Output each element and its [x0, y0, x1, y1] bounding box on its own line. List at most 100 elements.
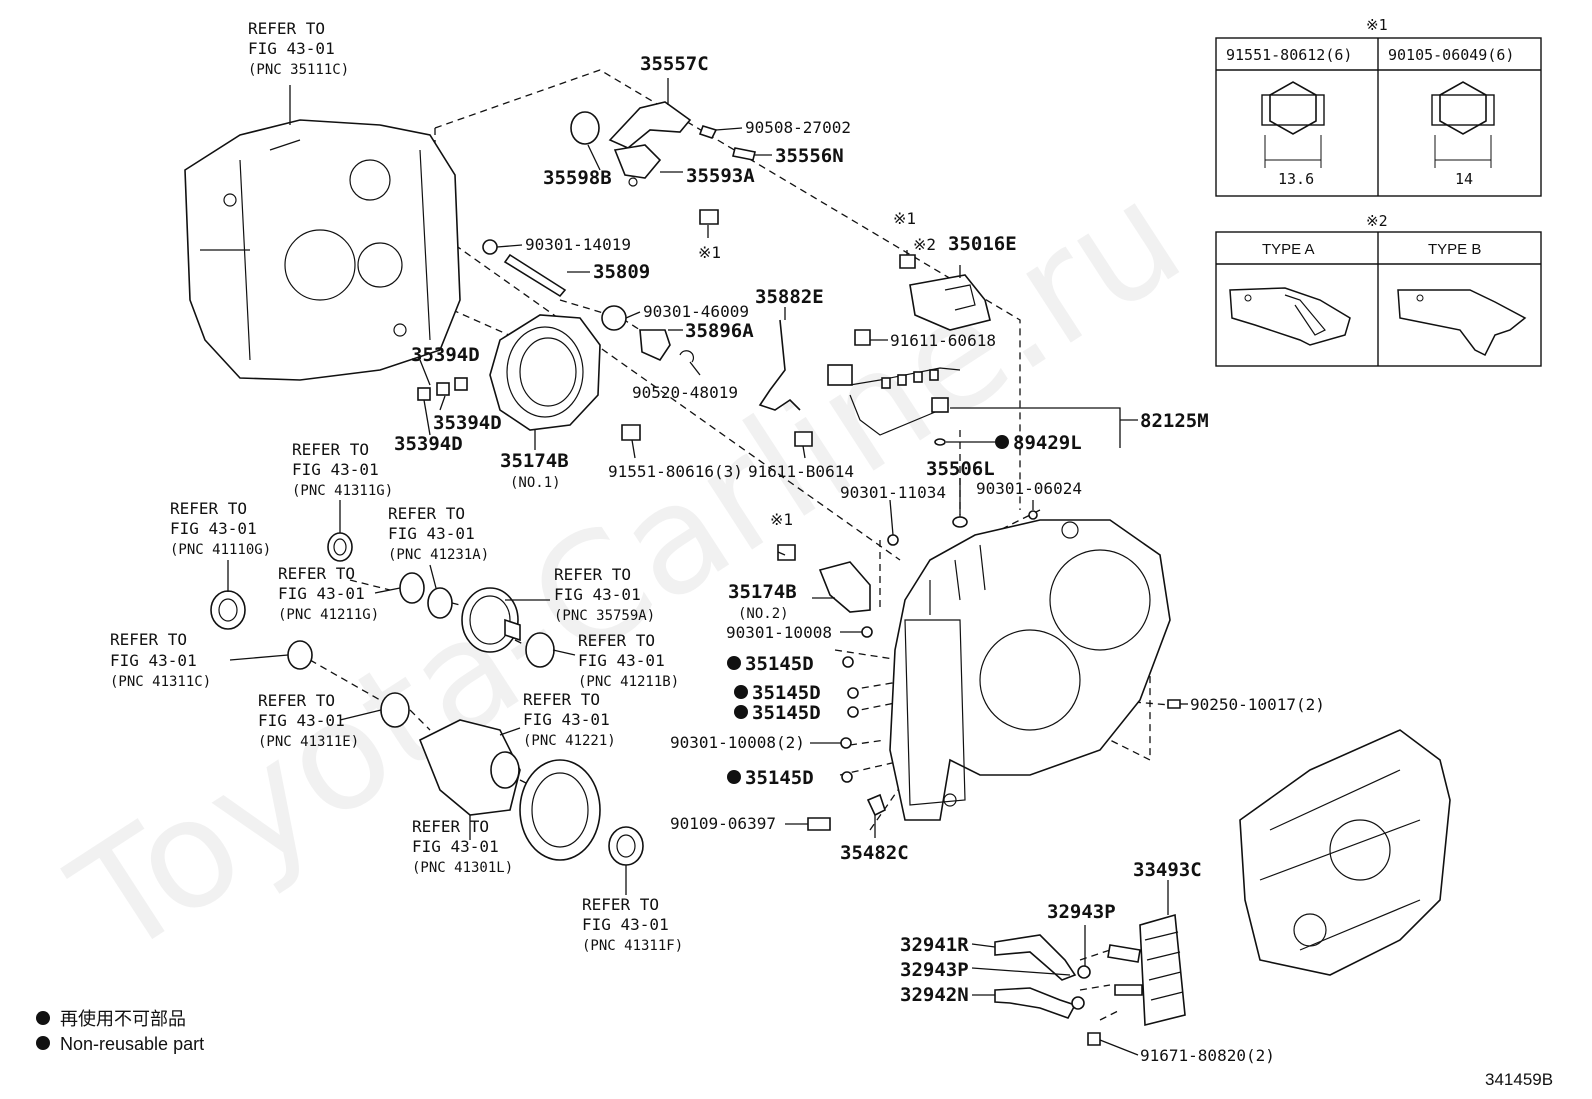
part-35145D-c: 35145D [752, 702, 821, 724]
part-35882E: 35882E [755, 286, 824, 308]
refer-41311E: REFER TO FIG 43-01 (PNC 41311E) [258, 691, 359, 750]
part-90109-06397: 90109-06397 [670, 814, 776, 833]
plate-type-a-icon [1229, 287, 1351, 346]
plate-type-table-2: ※2 TYPE A TYPE B [1215, 212, 1542, 367]
mark-1-c: ※1 [770, 510, 793, 529]
legend: 再使用不可部品 Non-reusable part [36, 1009, 204, 1054]
differential-case [418, 719, 521, 816]
svg-text:(PNC 41301L): (PNC 41301L) [412, 860, 513, 876]
part-90301-10008: 90301-10008 [726, 623, 832, 642]
legend-dot [36, 1011, 50, 1025]
table1-dim2: 14 [1455, 170, 1473, 188]
svg-text:REFER TO: REFER TO [278, 564, 355, 583]
part-35145D-d: 35145D [745, 767, 814, 789]
refer-41211G: REFER TO FIG 43-01 (PNC 41211G) [278, 564, 379, 623]
part-82125M: 82125M [1140, 410, 1209, 432]
svg-text:(PNC 35759A): (PNC 35759A) [554, 608, 655, 624]
pipe-35882E [758, 319, 801, 411]
part-32943P-a: 32943P [1047, 901, 1116, 923]
svg-text:(PNC 41211G): (PNC 41211G) [278, 607, 379, 623]
part-35482C: 35482C [840, 842, 909, 864]
seals-and-bearings-left [210, 532, 644, 866]
svg-text:REFER TO: REFER TO [412, 817, 489, 836]
svg-text:(PNC 41311G): (PNC 41311G) [292, 483, 393, 499]
svg-text:REFER TO: REFER TO [554, 565, 631, 584]
part-90301-06024: 90301-06024 [976, 479, 1082, 498]
svg-text:(PNC 41221): (PNC 41221) [523, 733, 616, 749]
part-90301-11034: 90301-11034 [840, 483, 946, 502]
refer-41301L: REFER TO FIG 43-01 (PNC 41301L) [412, 817, 513, 876]
transaxle-case-main [889, 519, 1171, 821]
plate-type-b-icon [1397, 289, 1527, 357]
part-35394D-b: 35394D [433, 412, 502, 434]
svg-text:FIG 43-01: FIG 43-01 [170, 519, 257, 538]
part-35145D-b: 35145D [752, 682, 821, 704]
svg-text:FIG 43-01: FIG 43-01 [412, 837, 499, 856]
part-33493C: 33493C [1133, 859, 1202, 881]
svg-text:REFER TO: REFER TO [110, 630, 187, 649]
part-32942N: 32942N [900, 984, 969, 1006]
bolts [621, 254, 1101, 1046]
part-35506L: 35506L [926, 458, 995, 480]
refer-41311G: REFER TO FIG 43-01 (PNC 41311G) [292, 440, 393, 499]
oil-cooler-33493C [1107, 913, 1186, 1027]
part-35174B-no2: 35174B [728, 581, 797, 603]
part-90250-10017: 90250-10017(2) [1190, 695, 1325, 714]
svg-text:FIG 43-01: FIG 43-01 [582, 915, 669, 934]
svg-text:(PNC 41211B): (PNC 41211B) [578, 674, 679, 690]
transaxle-housing-left [184, 119, 461, 381]
bushings-35394D [417, 377, 468, 401]
svg-text:REFER TO: REFER TO [292, 440, 369, 459]
svg-text:FIG 43-01: FIG 43-01 [523, 710, 610, 729]
mark-2-b: ※2 [913, 235, 936, 254]
svg-text:REFER TO: REFER TO [582, 895, 659, 914]
table2-mark: ※2 [1366, 212, 1388, 230]
svg-text:FIG 43-01: FIG 43-01 [292, 460, 379, 479]
svg-text:REFER TO: REFER TO [388, 504, 465, 523]
part-32943P-b: 32943P [900, 959, 969, 981]
refer-41311C: REFER TO FIG 43-01 (PNC 41311C) [110, 630, 211, 690]
table1-col2: 90105-06049(6) [1388, 46, 1514, 64]
hex-nut-icon [1261, 81, 1325, 168]
mark-1-a: ※1 [698, 243, 721, 262]
part-91551-80616: 91551-80616(3) [608, 462, 743, 481]
part-35557C: 35557C [640, 53, 709, 75]
nonreusable-marker [727, 770, 741, 784]
nonreusable-marker [995, 435, 1009, 449]
part-89429L: 89429L [1013, 432, 1082, 454]
legend-dot [36, 1036, 50, 1050]
part-91611-60618: 91611-60618 [890, 331, 996, 350]
part-35598B: 35598B [543, 167, 612, 189]
nonreusable-marker [734, 705, 748, 719]
svg-text:FIG 43-01: FIG 43-01 [278, 584, 365, 603]
svg-text:REFER TO: REFER TO [248, 19, 325, 38]
gear-35759A [461, 587, 521, 653]
svg-text:(PNC 41311E): (PNC 41311E) [258, 734, 359, 750]
part-91671-80820: 91671-80820(2) [1140, 1046, 1275, 1065]
refer-41211B: REFER TO FIG 43-01 (PNC 41211B) [578, 631, 679, 690]
part-35145D-a: 35145D [745, 653, 814, 675]
part-90508-27002: 90508-27002 [745, 118, 851, 137]
refer-35759A: REFER TO FIG 43-01 (PNC 35759A) [554, 565, 655, 624]
svg-text:(PNC 41110G): (PNC 41110G) [170, 542, 271, 558]
svg-text:FIG 43-01: FIG 43-01 [388, 524, 475, 543]
table2-col2: TYPE B [1428, 241, 1481, 258]
svg-text:(PNC 41311C): (PNC 41311C) [110, 674, 211, 690]
legend-japanese: 再使用不可部品 [60, 1009, 186, 1029]
assembled-case-illustration [1239, 729, 1451, 976]
nonreusable-marker [727, 656, 741, 670]
part-35896A: 35896A [685, 320, 754, 342]
hex-bolt-icon [1431, 81, 1495, 168]
part-35174B-no1-sub: (NO.1) [510, 475, 561, 491]
refer-35111C: REFER TO FIG 43-01 (PNC 35111C) [248, 19, 349, 78]
bracket-assembly-top [570, 101, 756, 225]
refer-41110G: REFER TO FIG 43-01 (PNC 41110G) [170, 499, 271, 558]
table1-dim1: 13.6 [1278, 170, 1314, 188]
clip-35482C [866, 793, 886, 817]
part-35556N: 35556N [775, 145, 844, 167]
svg-text:(PNC 41231A): (PNC 41231A) [388, 547, 489, 563]
part-35394D-a: 35394D [411, 344, 480, 366]
mark-1-b: ※1 [893, 209, 916, 228]
svg-text:REFER TO: REFER TO [523, 690, 600, 709]
